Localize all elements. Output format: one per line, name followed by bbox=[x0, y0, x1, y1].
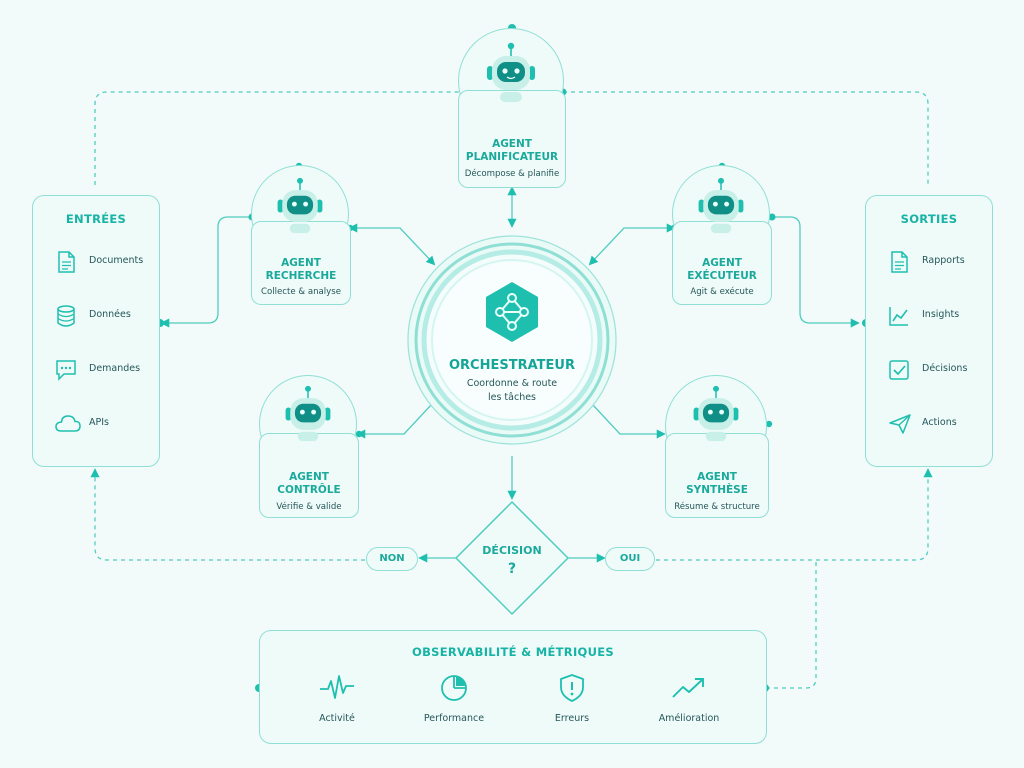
document-icon bbox=[58, 251, 75, 273]
input-item-demandes[interactable]: Demandes bbox=[33, 358, 159, 384]
output-item-decisions[interactable]: Décisions bbox=[866, 358, 992, 384]
shield-alert-icon bbox=[560, 674, 584, 702]
paper-plane-icon bbox=[889, 414, 911, 434]
outputs-title: SORTIES bbox=[900, 212, 958, 226]
checkbox-icon bbox=[889, 360, 909, 380]
network-hexagon-icon bbox=[486, 282, 538, 342]
inputs-title: ENTRÉES bbox=[65, 212, 127, 226]
metric-label: Amélioration bbox=[658, 713, 720, 724]
report-icon bbox=[891, 251, 908, 273]
input-item-label: Demandes bbox=[89, 363, 141, 374]
input-item-documents[interactable]: Documents bbox=[33, 250, 159, 276]
robot-icon bbox=[277, 177, 323, 234]
metric-label: Erreurs bbox=[554, 713, 590, 724]
robot-icon bbox=[285, 385, 331, 442]
output-item-label: Actions bbox=[922, 417, 957, 428]
trend-chart-icon bbox=[889, 307, 908, 326]
metric-performance[interactable]: Performance bbox=[399, 673, 509, 724]
metric-amelioration[interactable]: Amélioration bbox=[634, 673, 744, 724]
input-item-label: Données bbox=[89, 309, 131, 320]
agent-planificateur-sub: Décompose & planifie bbox=[464, 169, 560, 179]
output-item-actions[interactable]: Actions bbox=[866, 412, 992, 438]
output-item-label: Insights bbox=[922, 309, 960, 320]
robot-icon bbox=[487, 42, 535, 102]
agent-synthese-sub: Résume & structure bbox=[674, 502, 760, 512]
agent-recherche-sub: Collecte & analyse bbox=[260, 287, 342, 297]
metric-label: Activité bbox=[319, 713, 355, 724]
decision-title: DÉCISION bbox=[482, 544, 542, 557]
metric-erreurs[interactable]: Erreurs bbox=[517, 673, 627, 724]
pulse-icon bbox=[320, 675, 354, 699]
chat-icon bbox=[56, 360, 76, 381]
orchestrator-title: ORCHESTRATEUR bbox=[449, 358, 575, 373]
output-item-label: Décisions bbox=[922, 363, 968, 374]
yes-branch-label[interactable]: OUI bbox=[605, 547, 655, 571]
metric-activite[interactable]: Activité bbox=[282, 673, 392, 724]
robot-icon bbox=[698, 177, 744, 234]
orchestrator-sub-line1: Coordonne & route bbox=[466, 378, 558, 389]
outputs-panel: SORTIES Rapports Insights Décisions Acti… bbox=[865, 195, 993, 467]
database-icon bbox=[57, 305, 75, 327]
cloud-icon bbox=[55, 415, 81, 432]
input-item-donnees[interactable]: Données bbox=[33, 304, 159, 330]
decision-diamond bbox=[455, 501, 569, 615]
input-item-apis[interactable]: APIs bbox=[33, 412, 159, 438]
agent-controle-sub: Vérifie & valide bbox=[276, 502, 342, 512]
output-item-insights[interactable]: Insights bbox=[866, 304, 992, 330]
metric-label: Performance bbox=[423, 713, 485, 724]
observability-panel: OBSERVABILITÉ & MÉTRIQUES Activité Perfo… bbox=[259, 630, 767, 744]
orchestrator[interactable]: ORCHESTRATEUR Coordonne & route les tâch… bbox=[407, 224, 617, 456]
decision-mark: ? bbox=[507, 561, 517, 577]
observability-title: OBSERVABILITÉ & MÉTRIQUES bbox=[412, 645, 614, 659]
decision-node[interactable]: DÉCISION ? bbox=[454, 500, 570, 616]
output-item-rapports[interactable]: Rapports bbox=[866, 250, 992, 276]
robot-icon bbox=[693, 385, 739, 442]
input-item-label: Documents bbox=[89, 255, 144, 266]
agent-executeur-sub: Agit & exécute bbox=[690, 287, 754, 297]
trend-up-icon bbox=[672, 678, 704, 698]
output-item-label: Rapports bbox=[922, 255, 965, 266]
no-branch-label[interactable]: NON bbox=[366, 547, 418, 571]
input-item-label: APIs bbox=[89, 417, 109, 428]
pie-chart-icon bbox=[441, 675, 467, 701]
orchestrator-sub-line2: les tâches bbox=[487, 392, 537, 403]
inputs-panel: ENTRÉES Documents Données Demandes APIs bbox=[32, 195, 160, 467]
